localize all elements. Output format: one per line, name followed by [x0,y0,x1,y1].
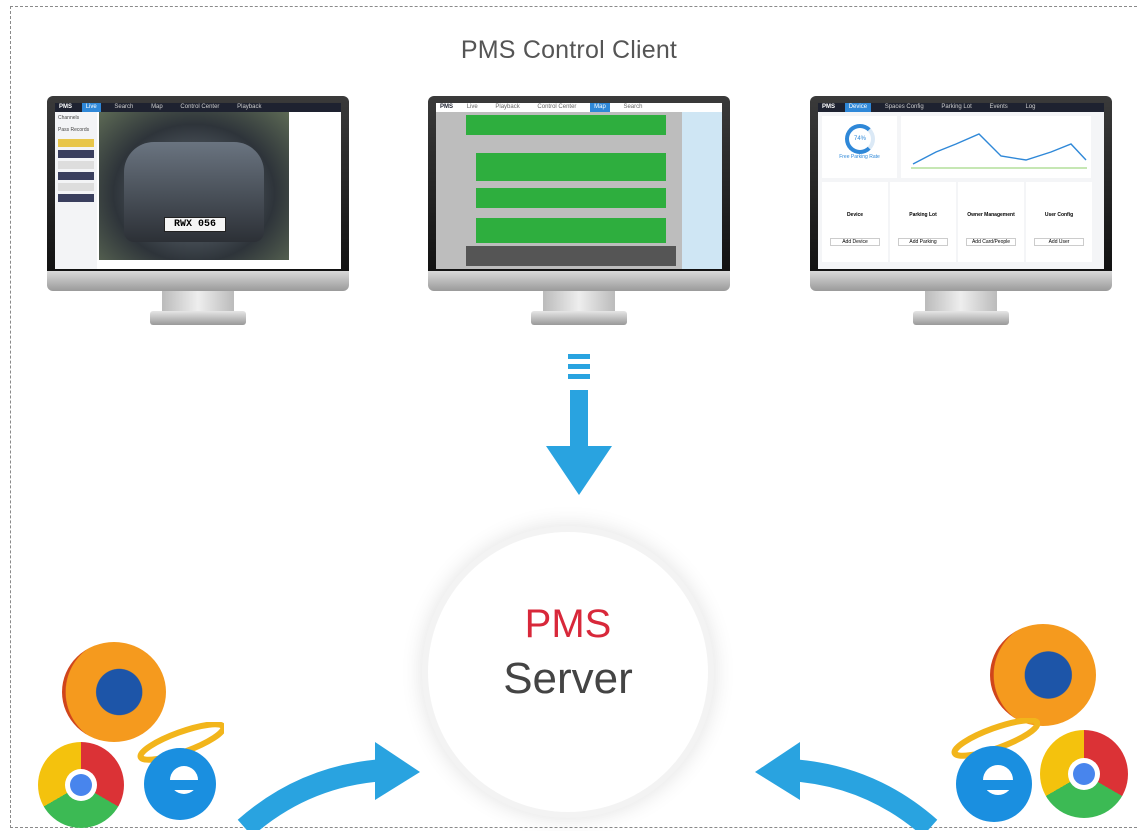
server-title-server: Server [503,654,633,703]
dashboard-screen: PMS Device Spaces Config Parking Lot Eve… [818,103,1104,269]
live-view-menubar: PMS Live Search Map Control Center Playb… [55,103,341,112]
dashboard-cards: Device Add Device Parking Lot Add Parkin… [822,182,1092,262]
parking-row-3 [476,188,666,208]
map-side-panel [682,112,722,269]
down-arrow-icon [546,354,612,495]
parking-row-1 [466,115,666,135]
card-device: Device Add Device [822,182,888,262]
chrome-icon-right [1040,730,1128,818]
live-view-sidebar: Channels Pass Records [55,112,97,269]
server-title-pms: PMS [524,602,612,646]
monitor-dashboard: PMS Device Spaces Config Parking Lot Eve… [810,96,1112,328]
add-device-button[interactable]: Add Device [830,238,880,246]
firefox-icon-right [990,624,1096,726]
firefox-icon [62,642,166,742]
add-parking-button[interactable]: Add Parking [898,238,948,246]
license-plate: RWX 056 [164,217,226,232]
add-user-button[interactable]: Add User [1034,238,1084,246]
parking-row-4 [476,218,666,243]
trend-line-chart [911,133,1087,169]
dashboard-menubar: PMS Device Spaces Config Parking Lot Eve… [818,103,1104,112]
diagram-frame [10,6,1137,828]
diagram-title: PMS Control Client [460,36,678,64]
car-camera-feed: RWX 056 [99,112,289,260]
left-curved-arrow-icon [237,742,420,830]
map-menubar: PMS Live Playback Control Center Map Sea… [436,103,722,112]
monitor-map: PMS Live Playback Control Center Map Sea… [428,96,730,328]
add-card-people-button[interactable]: Add Card/People [966,238,1016,246]
parking-info-panel: 74% Free Parking Rate [822,116,897,178]
live-view-screen: PMS Live Search Map Control Center Playb… [55,103,341,269]
map-lower-road [466,246,676,266]
internet-explorer-icon-right [948,717,1041,826]
card-user-config: User Config Add User [1026,182,1092,262]
internet-explorer-icon [132,721,227,824]
parking-rate-label: Free Parking Rate [839,154,880,160]
chrome-icon [38,742,124,828]
card-owner-management: Owner Management Add Card/People [958,182,1024,262]
card-parking-lot: Parking Lot Add Parking [890,182,956,262]
parking-rate-ring: 74% [845,124,875,154]
right-curved-arrow-icon [755,742,938,830]
monitor-live-view: PMS Live Search Map Control Center Playb… [47,96,349,328]
parking-row-2 [476,153,666,181]
trend-chart-panel [901,116,1091,178]
map-screen: PMS Live Playback Control Center Map Sea… [436,103,722,269]
server-node: PMS Server [428,532,708,812]
